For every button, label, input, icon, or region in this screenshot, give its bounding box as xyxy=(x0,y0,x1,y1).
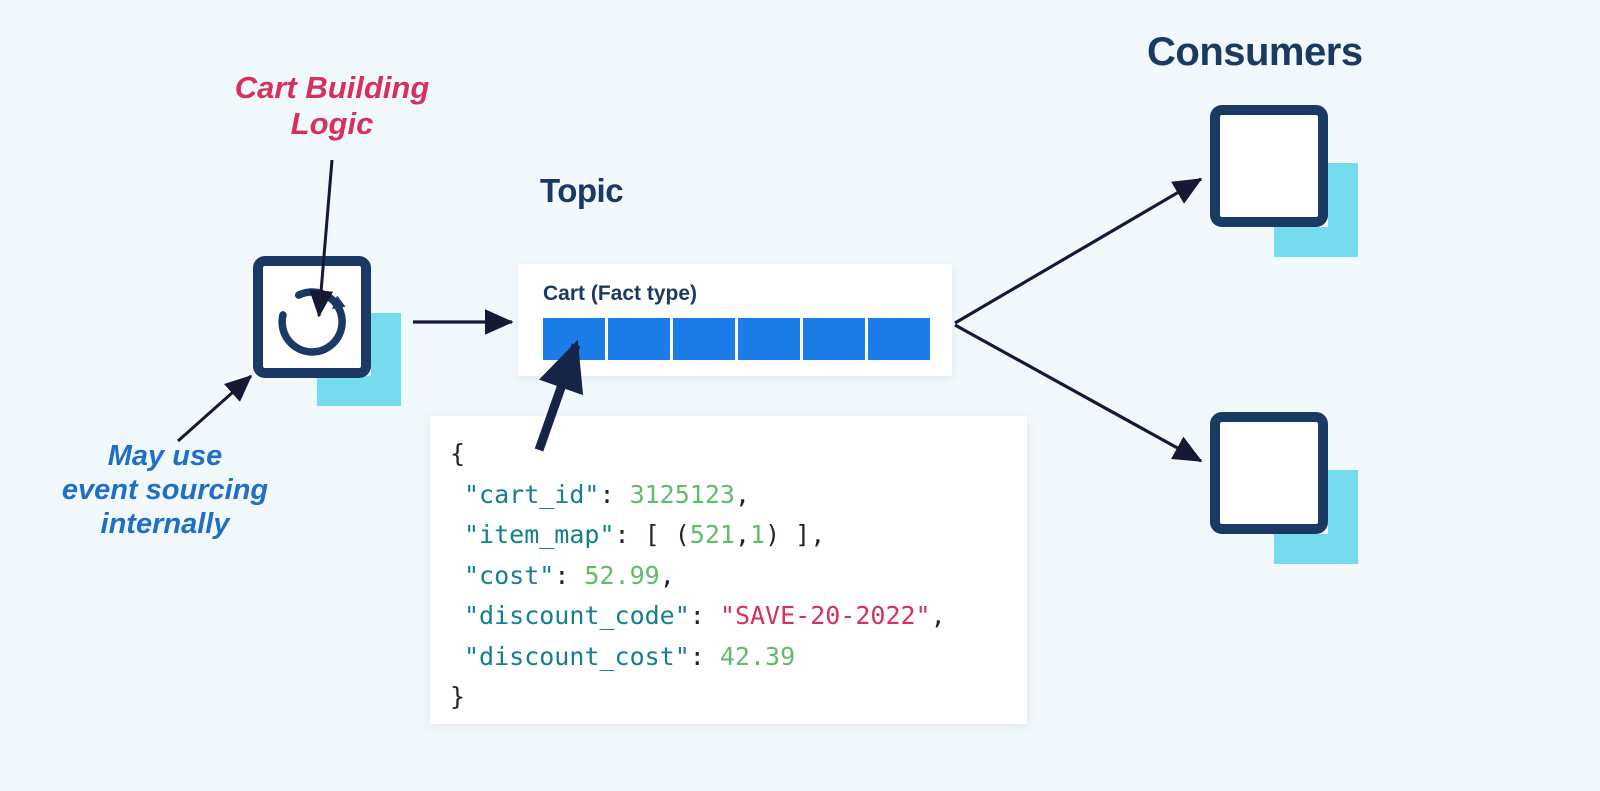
record-json-token: , xyxy=(930,601,946,630)
record-json-token: "cart_id" xyxy=(464,479,600,509)
arrow-event-sourcing-to-producer xyxy=(177,374,253,443)
record-json-token: "cost" xyxy=(464,560,555,590)
circular-arrow-icon xyxy=(270,276,354,363)
record-json-line: } xyxy=(450,677,1003,718)
partition-segment[interactable] xyxy=(673,318,735,360)
topic-title: Topic xyxy=(540,172,624,209)
consumer-box xyxy=(1210,105,1328,227)
record-json-token: "discount_code" xyxy=(464,601,690,630)
producer-box xyxy=(253,256,371,378)
record-json-token: : xyxy=(599,479,630,509)
record-json-token: "discount_cost" xyxy=(464,641,690,671)
partition-segment[interactable] xyxy=(738,318,800,360)
record-json-token: : xyxy=(689,641,720,671)
consumer-shadow-horizontal xyxy=(1274,534,1358,564)
record-json-line: "cost": 52.99, xyxy=(450,556,1003,597)
record-json-token: , xyxy=(659,560,675,590)
record-json-token: "item_map" xyxy=(464,520,615,549)
partition-segment[interactable] xyxy=(543,318,605,360)
record-json-token: : [ ( xyxy=(614,520,690,549)
record-json-token: } xyxy=(450,682,466,711)
record-json-token: ) ], xyxy=(765,520,826,549)
record-json-token: , xyxy=(734,479,750,509)
consumer-box xyxy=(1210,412,1328,534)
topic-card[interactable]: Cart (Fact type) xyxy=(518,264,952,376)
consumer-node-1[interactable] xyxy=(1210,105,1358,257)
partition-segment[interactable] xyxy=(868,318,930,360)
record-json-line: { xyxy=(450,434,1003,475)
producer-node[interactable] xyxy=(253,256,401,406)
record-json-token: "SAVE-20-2022" xyxy=(719,601,931,630)
record-json-token: { xyxy=(450,439,466,468)
record-json-line: "discount_cost": 42.39 xyxy=(450,637,1003,678)
record-json-token: 1 xyxy=(750,520,766,549)
partition-bar xyxy=(543,318,930,360)
record-json-token: , xyxy=(734,520,750,549)
record-json-code: {"cart_id": 3125123,"item_map": [ (521,1… xyxy=(450,434,1003,718)
record-payload-card[interactable]: {"cart_id": 3125123,"item_map": [ (521,1… xyxy=(430,416,1027,724)
event-sourcing-callout: May use event sourcing internally xyxy=(61,440,269,540)
record-json-line: "cart_id": 3125123, xyxy=(450,475,1003,516)
consumers-title: Consumers xyxy=(1147,30,1363,74)
record-json-token: 42.39 xyxy=(719,641,796,671)
partition-segment[interactable] xyxy=(803,318,865,360)
record-json-token: : xyxy=(689,601,720,630)
record-json-token: : xyxy=(554,560,585,590)
consumer-shadow-horizontal xyxy=(1274,227,1358,257)
topic-card-label: Cart (Fact type) xyxy=(543,282,698,305)
partition-segment[interactable] xyxy=(608,318,670,360)
record-json-line: "discount_code": "SAVE-20-2022", xyxy=(450,596,1003,637)
record-json-token: 52.99 xyxy=(584,560,660,590)
record-json-token: 3125123 xyxy=(629,479,735,509)
producer-shadow-horizontal xyxy=(317,376,401,406)
arrow-topic-to-consumer-1 xyxy=(954,177,1203,325)
record-json-token: 521 xyxy=(689,520,735,549)
record-json-line: "item_map": [ (521,1) ], xyxy=(450,515,1003,556)
consumer-node-2[interactable] xyxy=(1210,412,1358,564)
cart-building-logic-callout: Cart Building Logic xyxy=(234,70,430,142)
